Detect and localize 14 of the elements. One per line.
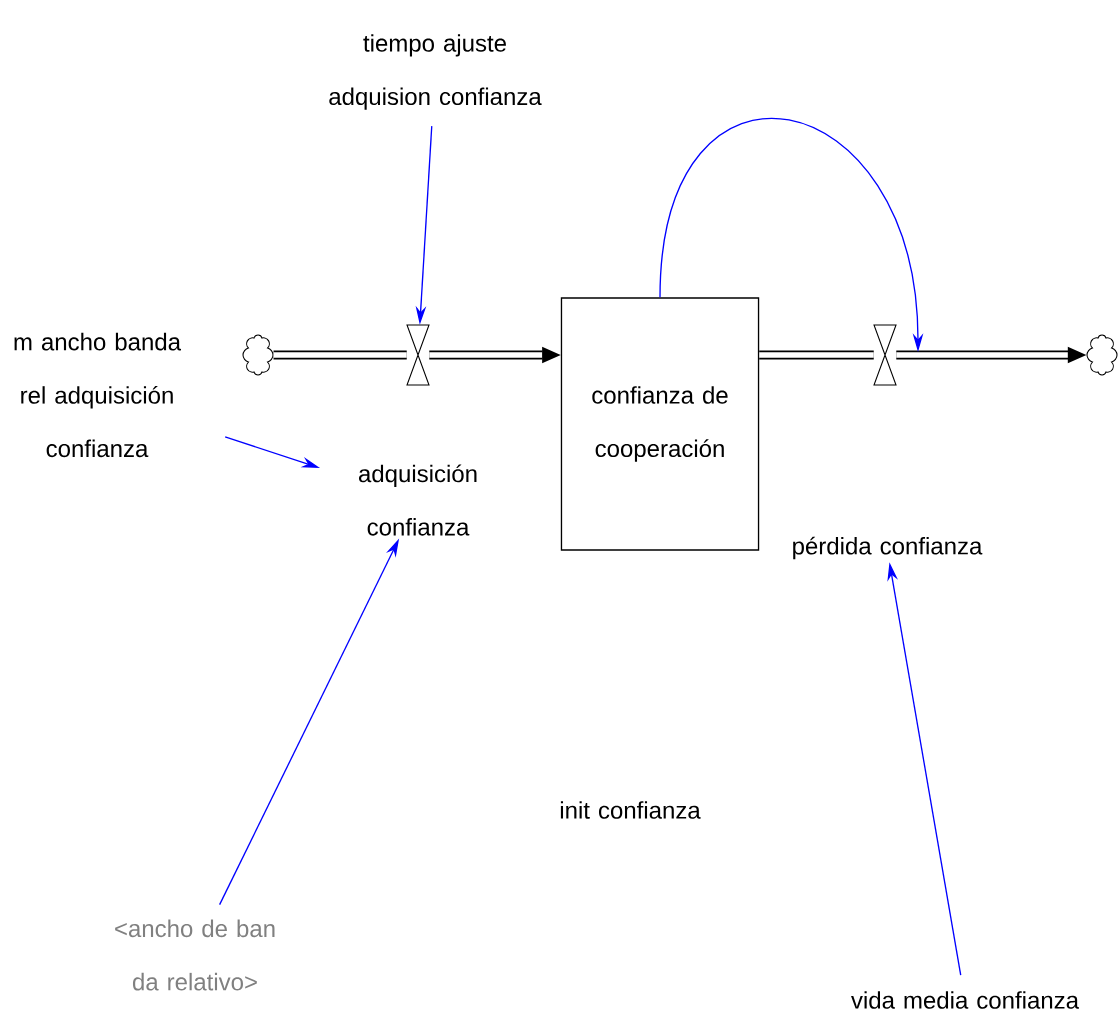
valve-symbol xyxy=(406,324,430,386)
stock-box: confianza de cooperación xyxy=(560,297,760,551)
variable-label: m ancho banda rel adquisición confianza xyxy=(14,332,181,458)
flow-pipe xyxy=(759,350,874,360)
flow-pipe xyxy=(273,350,407,360)
cloud-symbol xyxy=(1086,334,1118,376)
cloud-symbol xyxy=(242,334,274,376)
variable-label: init confianza xyxy=(560,801,701,819)
valve-symbol xyxy=(873,324,897,386)
variable-label: pérdida confianza xyxy=(793,536,983,560)
variable-label: <ancho de ban da relativo> xyxy=(115,919,275,991)
variable-label: adquisición confianza xyxy=(359,464,477,536)
variable-label: tiempo ajuste adquision confianza xyxy=(329,34,542,110)
variable-label: vida media confianza xyxy=(851,991,1079,1009)
